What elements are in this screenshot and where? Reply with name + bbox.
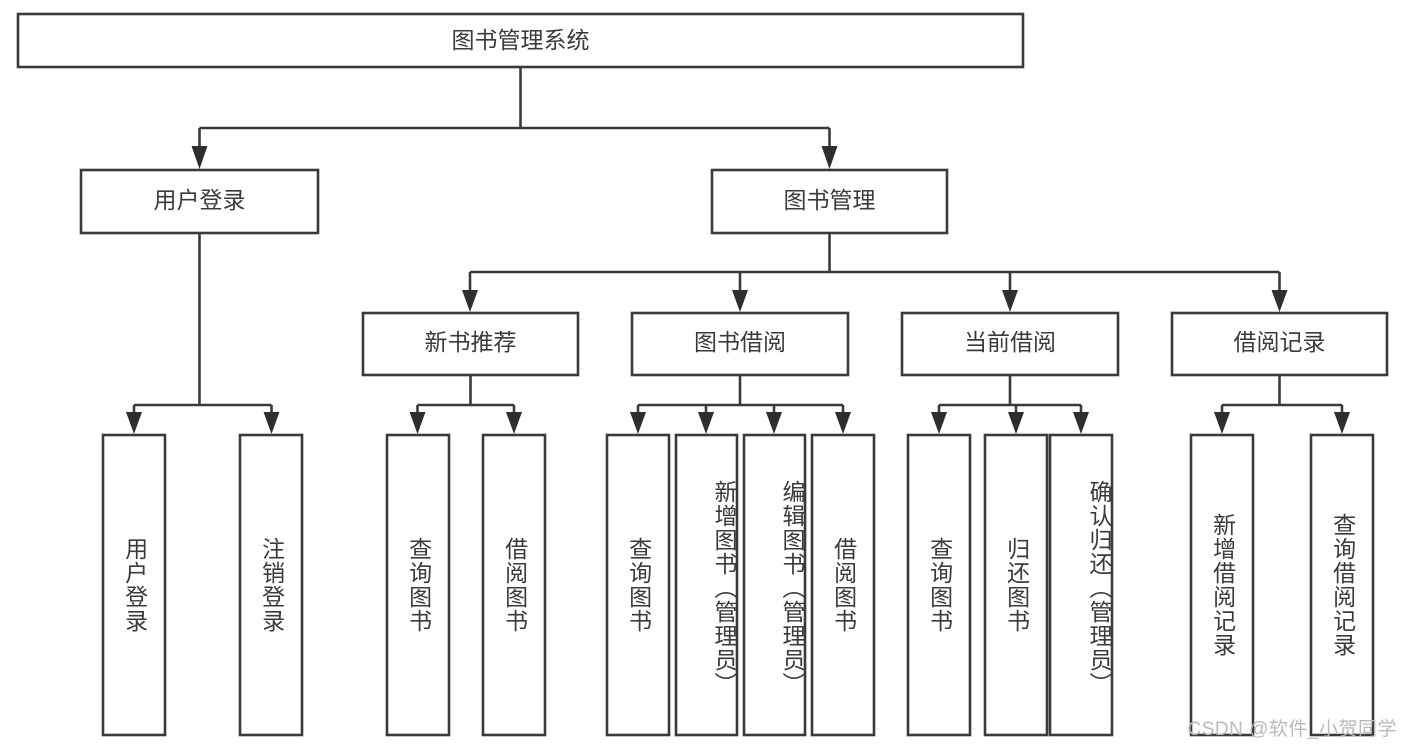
node-box-new-book-rec[interactable] xyxy=(361,311,580,377)
node-label-new-book-rec: 新书推荐 xyxy=(425,329,517,355)
arrow-head-to-book-borrow xyxy=(732,290,748,312)
arrow-head-to-leaf-return-book xyxy=(1008,412,1024,434)
arrow-head-to-leaf-query-book-1 xyxy=(409,412,426,434)
arrow-head-to-leaf-query-book-3 xyxy=(931,412,947,434)
arrow-head-to-new-book-rec xyxy=(462,290,478,312)
arrow-head-to-leaf-user-login xyxy=(126,412,142,434)
leaf-box-leaf-borrow-book-1[interactable] xyxy=(481,433,547,737)
arrow-head-to-book-manage xyxy=(821,146,838,169)
arrow-head-to-leaf-add-record xyxy=(1214,412,1230,434)
node-label-root: 图书管理系统 xyxy=(452,27,590,53)
leaf-box-leaf-query-book-2[interactable] xyxy=(605,433,671,737)
node-label-borrow-record: 借阅记录 xyxy=(1234,329,1326,355)
node-box-root[interactable] xyxy=(16,12,1025,69)
leaf-box-leaf-query-book-3[interactable] xyxy=(906,433,972,737)
leaf-box-leaf-query-book-1[interactable] xyxy=(385,433,451,737)
arrow-head-to-leaf-confirm-return xyxy=(1073,412,1089,434)
node-box-borrow-record[interactable] xyxy=(1170,311,1389,377)
leaf-box-leaf-return-book[interactable] xyxy=(983,433,1049,737)
leaf-box-leaf-edit-book[interactable] xyxy=(742,433,807,737)
node-box-book-manage[interactable] xyxy=(710,168,949,235)
leaf-box-leaf-confirm-return[interactable] xyxy=(1048,433,1114,737)
node-label-book-manage: 图书管理 xyxy=(784,187,876,213)
leaf-box-leaf-add-book[interactable] xyxy=(674,433,739,737)
arrow-head-to-leaf-add-book xyxy=(698,412,714,434)
csdn-watermark: CSDN @软件_小贺同学 xyxy=(1187,719,1397,740)
arrow-head-to-leaf-query-book-2 xyxy=(630,412,646,434)
leaf-box-leaf-user-login[interactable] xyxy=(101,433,167,737)
arrow-head-to-leaf-logout xyxy=(263,412,280,434)
leaf-box-leaf-logout[interactable] xyxy=(238,433,304,737)
leaf-box-leaf-borrow-book-2[interactable] xyxy=(810,433,876,737)
node-box-book-borrow[interactable] xyxy=(630,311,850,377)
node-box-current-borrow[interactable] xyxy=(900,311,1120,377)
node-label-user-login: 用户登录 xyxy=(154,187,246,213)
leaf-box-leaf-query-record[interactable] xyxy=(1309,433,1375,737)
arrow-head-to-leaf-edit-book xyxy=(766,412,782,434)
arrow-head-to-leaf-query-record xyxy=(1334,412,1350,434)
node-label-book-borrow: 图书借阅 xyxy=(694,329,786,355)
arrow-head-to-user-login xyxy=(191,146,208,169)
node-label-current-borrow: 当前借阅 xyxy=(964,329,1056,355)
arrow-head-to-leaf-borrow-book-1 xyxy=(506,412,522,434)
arrow-head-to-borrow-record xyxy=(1271,290,1288,312)
leaf-box-leaf-add-record[interactable] xyxy=(1189,433,1255,737)
arrow-head-to-leaf-borrow-book-2 xyxy=(835,412,851,434)
arrow-head-to-current-borrow xyxy=(1002,290,1018,312)
